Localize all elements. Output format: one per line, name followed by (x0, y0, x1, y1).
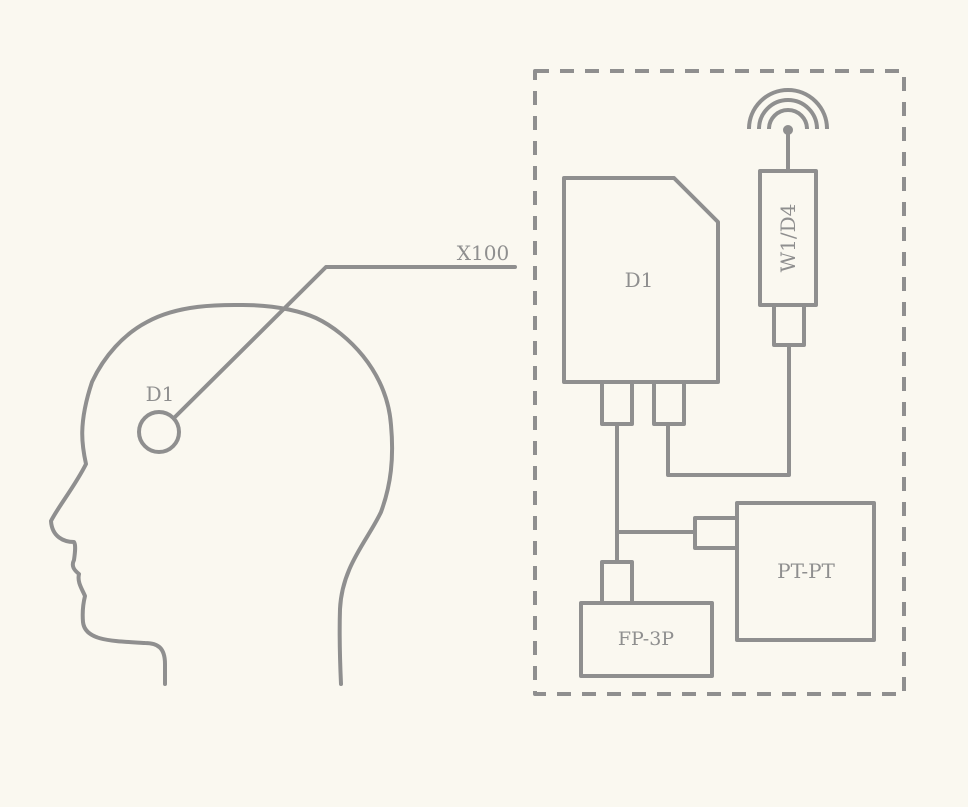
head-electrode-circle (137, 410, 181, 454)
card-pin-right (652, 380, 686, 426)
processor-box (735, 501, 876, 642)
card-pin-left (600, 380, 634, 426)
processor-connector (693, 516, 739, 550)
device-enclosure (533, 69, 906, 696)
power-unit-label: FP-3P (618, 628, 674, 650)
wire-card-to-wireless (666, 343, 791, 477)
electrode-lead-cable (172, 265, 517, 420)
wireless-module-label: W1/D4 (776, 204, 800, 273)
power-unit-box (579, 601, 714, 678)
cable-label: X100 (457, 241, 509, 265)
storage-card (562, 176, 720, 384)
wifi-antenna-icon (747, 88, 829, 135)
processor-label: PT-PT (777, 559, 835, 583)
head-electrode-label: D1 (146, 382, 175, 406)
head-silhouette (49, 302, 395, 686)
power-connector (600, 560, 634, 605)
storage-card-label: D1 (625, 268, 654, 292)
wireless-connector (772, 303, 806, 347)
